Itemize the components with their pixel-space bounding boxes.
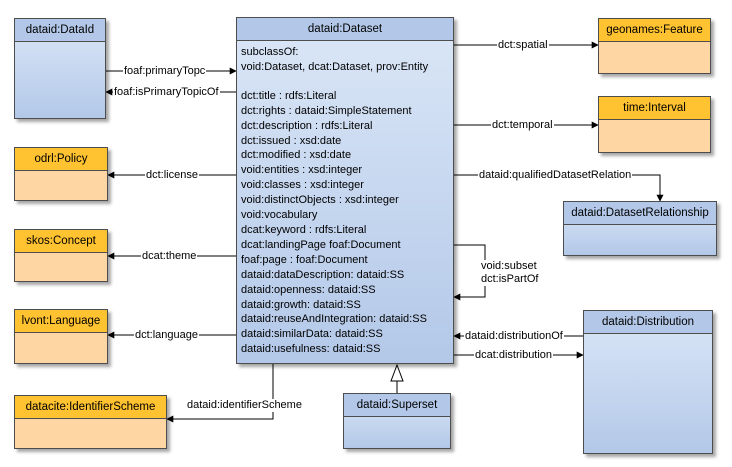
class-dataset[interactable]: dataid:Dataset subclassOf: void:Dataset,…: [236, 17, 454, 364]
property-line: dcat:keyword : rdfs:Literal: [241, 223, 367, 236]
property-line: dct:issued : xsd:date: [241, 134, 342, 147]
class-title: dataid:DatasetRelationship: [564, 202, 716, 225]
label-spatial: dct:spatial: [497, 39, 549, 52]
label-distribution: dcat:distribution: [474, 349, 554, 362]
label-license: dct:license: [145, 169, 199, 182]
label-theme: dcat:theme: [141, 250, 198, 263]
edge-identifier-scheme: [166, 363, 274, 423]
property-line: dataid:reuseAndIntegration: dataid:SS: [241, 313, 427, 326]
property-line: dct:modified : xsd:date: [241, 149, 352, 162]
label-primary-topic: foaf:primaryTopc: [123, 65, 207, 78]
class-odrl-policy[interactable]: odrl:Policy: [14, 147, 108, 201]
property-line: void:entities : xsd:integer: [241, 164, 363, 177]
inheritance-triangle: [390, 363, 404, 382]
class-title: dataid:Distribution: [584, 311, 712, 334]
property-line: dataid:dataDescription: dataid:SS: [241, 268, 405, 281]
property-line: dcat:landingPage foaf:Document: [241, 238, 401, 251]
class-title: time:Interval: [599, 97, 710, 120]
class-title: geonames:Feature: [599, 19, 710, 42]
label-distribution-of: dataid:distributionOf: [464, 330, 564, 343]
class-title: odrl:Policy: [15, 148, 107, 171]
property-line: void:distinctObjects : xsd:integer: [241, 194, 399, 207]
class-title: dataid:Superset: [344, 394, 450, 417]
class-title: skos:Concept: [15, 230, 107, 253]
property-line: void:classes : xsd:integer: [241, 179, 364, 192]
class-title: dataid:Dataset: [237, 18, 453, 41]
class-distribution[interactable]: dataid:Distribution: [583, 310, 713, 454]
property-line: dct:title : rdfs:Literal: [241, 89, 337, 102]
subclass-values: void:Dataset, dcat:Dataset, prov:Entity: [241, 60, 429, 73]
class-lvont-language[interactable]: lvont:Language: [14, 309, 108, 364]
class-title: lvont:Language: [15, 310, 107, 333]
label-language: dct:language: [134, 329, 199, 342]
class-superset[interactable]: dataid:Superset: [343, 393, 451, 449]
class-title: datacite:IdentifierScheme: [15, 396, 166, 419]
label-identifier-scheme: dataid:identifierScheme: [186, 399, 303, 412]
class-datacite-identifier-scheme[interactable]: datacite:IdentifierScheme: [14, 395, 167, 449]
class-dataset-relationship[interactable]: dataid:DatasetRelationship: [563, 201, 717, 256]
class-time-interval[interactable]: time:Interval: [598, 96, 711, 153]
subclass-heading: subclassOf:: [241, 46, 299, 58]
property-line: dct:description : rdfs:Literal: [241, 119, 373, 132]
class-geonames-feature[interactable]: geonames:Feature: [598, 18, 711, 74]
label-is-part-of: dct:isPartOf: [480, 273, 540, 286]
label-is-primary-topic-of: foaf:isPrimaryTopicOf: [113, 86, 220, 99]
property-line: foaf:page : foaf:Document: [241, 253, 368, 266]
property-line: dataid:similarData: dataid:SS: [241, 328, 383, 341]
class-title: dataid:DataId: [15, 19, 105, 42]
property-line: dataid:usefulness: dataid:SS: [241, 343, 381, 356]
property-line: void:vocabulary: [241, 209, 318, 222]
property-line: dct:rights : dataid:SimpleStatement: [241, 104, 412, 117]
label-temporal: dct:temporal: [491, 119, 554, 132]
property-line: dataid:growth: dataid:SS: [241, 298, 361, 311]
property-line: dataid:openness: dataid:SS: [241, 283, 376, 296]
label-subset: void:subset: [480, 260, 538, 273]
class-dataid-dataid[interactable]: dataid:DataId: [14, 18, 106, 119]
label-qualified-relation: dataid:qualifiedDatasetRelation: [478, 169, 633, 182]
class-skos-concept[interactable]: skos:Concept: [14, 229, 108, 282]
